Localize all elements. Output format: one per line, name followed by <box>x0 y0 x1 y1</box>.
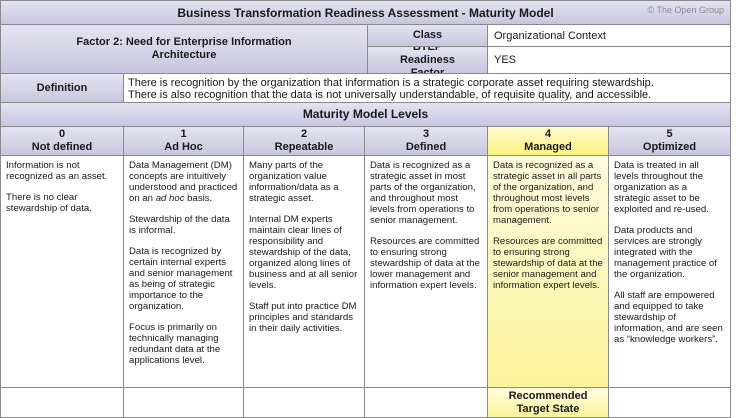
level-number: 4 <box>544 128 552 140</box>
footer-cell-2 <box>243 387 365 418</box>
level-description-3: Data is recognized as a strategic asset … <box>364 155 488 388</box>
level-header-4: 4 Managed <box>487 126 609 156</box>
description-paragraph: Many parts of the organization value inf… <box>249 160 339 204</box>
level-description-0: Information is not recognized as an asse… <box>0 155 124 388</box>
btep-label: BTEP Readiness Factor <box>399 46 456 74</box>
level-name: Optimized <box>642 141 697 153</box>
factor-label: Factor 2: Need for Enterprise Informatio… <box>76 36 292 61</box>
recommended-target-state: Recommended Target State <box>487 387 609 418</box>
level-description-5: Data is treated in all levels throughout… <box>608 155 731 388</box>
level-name: Defined <box>405 141 447 153</box>
description-paragraph: Resources are committed to ensuring stro… <box>493 236 603 291</box>
description-paragraph: Stewardship of the data is informal. <box>129 214 230 236</box>
class-label: Class <box>412 29 443 41</box>
levels-header: Maturity Model Levels <box>0 102 731 127</box>
description-paragraph: Focus is primarily on technically managi… <box>129 322 221 366</box>
level-description-4: Data is recognized as a strategic asset … <box>487 155 609 388</box>
level-header-2: 2 Repeatable <box>243 126 365 156</box>
definition-text: There is recognition by the organization… <box>123 73 731 103</box>
level-description-2: Many parts of the organization value inf… <box>243 155 365 388</box>
description-paragraph: All staff are empowered and equipped to … <box>614 290 723 345</box>
maturity-model-sheet: Business Transformation Readiness Assess… <box>0 0 731 418</box>
level-name: Not defined <box>31 141 93 153</box>
level-header-3: 3 Defined <box>364 126 488 156</box>
btep-label-cell: BTEP Readiness Factor <box>367 46 488 74</box>
description-paragraph: Resources are committed to ensuring stro… <box>370 236 480 291</box>
level-name: Repeatable <box>274 141 334 153</box>
description-paragraph: Internal DM experts maintain clear lines… <box>249 214 358 291</box>
description-paragraph: There is no clear stewardship of data. <box>6 192 92 214</box>
btep-value-cell: YES <box>487 46 731 74</box>
description-paragraph: Data is recognized as a strategic asset … <box>370 160 476 226</box>
copyright-notice: © The Open Group <box>647 5 724 15</box>
ad-hoc-emphasis: ad hoc <box>155 193 185 204</box>
description-paragraph: Data is treated in all levels throughout… <box>614 160 709 215</box>
level-name: Managed <box>524 141 572 153</box>
description-paragraph: Information is not recognized as an asse… <box>6 160 108 182</box>
level-number: 3 <box>422 128 430 140</box>
description-paragraph-end: basis. <box>184 193 213 204</box>
footer-cell-3 <box>364 387 488 418</box>
definition-line: There is recognition by the organization… <box>128 77 654 89</box>
level-header-1: 1 Ad Hoc <box>123 126 244 156</box>
description-paragraph: Data products and services are strongly … <box>614 225 717 280</box>
description-paragraph: Data is recognized by certain internal e… <box>129 246 233 312</box>
description-paragraph-start: Data Management (DM) concepts are intuit… <box>129 160 238 204</box>
description-paragraph: Staff put into practice DM principles an… <box>249 301 357 334</box>
definition-label-cell: Definition <box>0 73 124 103</box>
footer-cell-1 <box>123 387 244 418</box>
level-number: 5 <box>666 128 673 140</box>
description-paragraph: Data Management (DM) concepts are intuit… <box>129 160 238 204</box>
level-header-0: 0 Not defined <box>0 126 124 156</box>
class-label-cell: Class <box>367 24 488 47</box>
levels-header-label: Maturity Model Levels <box>302 107 429 121</box>
page-title: Business Transformation Readiness Assess… <box>177 5 554 20</box>
level-number: 0 <box>58 128 66 140</box>
title-bar: Business Transformation Readiness Assess… <box>0 0 731 25</box>
class-value-cell: Organizational Context <box>487 24 731 47</box>
definition-line: There is also recognition that the data … <box>128 89 652 101</box>
class-value: Organizational Context <box>494 29 606 42</box>
level-number: 1 <box>180 128 187 140</box>
level-header-5: 5 Optimized <box>608 126 731 156</box>
level-description-1: Data Management (DM) concepts are intuit… <box>123 155 244 388</box>
btep-value: YES <box>494 54 517 66</box>
level-number: 2 <box>300 128 308 140</box>
recommended-label: Recommended Target State <box>508 389 588 415</box>
definition-label: Definition <box>36 81 88 94</box>
factor-title: Factor 2: Need for Enterprise Informatio… <box>0 24 368 74</box>
description-paragraph: Data is recognized as a strategic asset … <box>493 160 602 226</box>
level-name: Ad Hoc <box>164 141 203 153</box>
footer-cell-0 <box>0 387 124 418</box>
footer-cell-5 <box>608 387 731 418</box>
